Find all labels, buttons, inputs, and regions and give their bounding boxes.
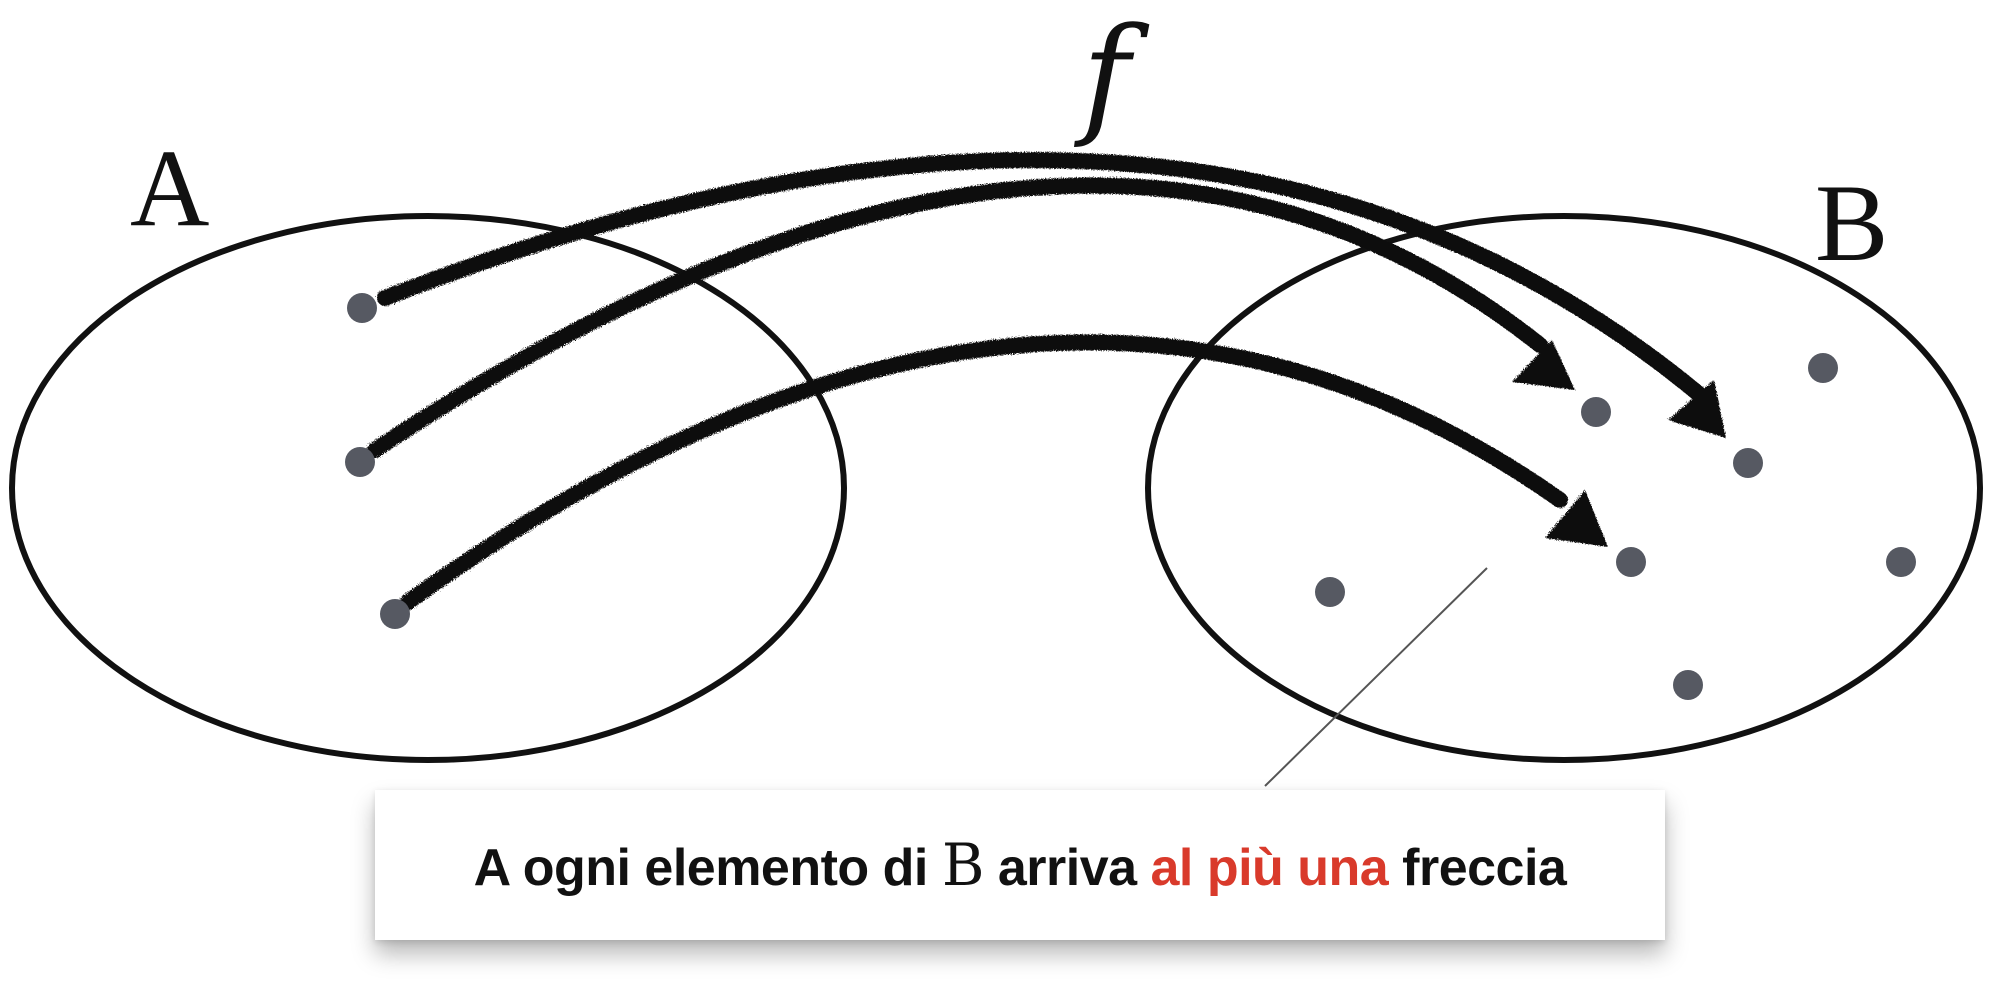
callout-pointer <box>1264 567 1488 787</box>
set-a-element <box>380 599 410 629</box>
set-a-label: A <box>130 127 209 249</box>
set-b-element <box>1733 448 1763 478</box>
set-b-element <box>1616 547 1646 577</box>
set-b-label: B <box>1815 162 1888 284</box>
arrow-2 <box>367 177 1548 458</box>
set-b-element <box>1808 353 1838 383</box>
set-b-element <box>1886 547 1916 577</box>
set-b-ellipse <box>1145 213 1983 763</box>
set-b-element <box>1315 577 1345 607</box>
callout-box: A ogni elemento di B arriva al più una f… <box>375 790 1665 940</box>
set-a-element <box>345 447 375 477</box>
arrows <box>367 152 1726 610</box>
callout-text-middle: arriva <box>983 839 1151 897</box>
set-b-element <box>1581 397 1611 427</box>
arrowhead-2 <box>1512 340 1575 390</box>
callout-highlight: al più una <box>1150 839 1389 897</box>
arrowhead-1 <box>1668 380 1726 438</box>
callout-text: A ogni elemento di B arriva al più una f… <box>474 831 1567 899</box>
arrow-1 <box>377 152 1708 403</box>
callout-text-before: A ogni elemento di <box>473 839 942 897</box>
set-a-ellipse <box>9 213 847 763</box>
arrow-3 <box>400 334 1568 610</box>
set-a-element <box>347 293 377 323</box>
function-label: f <box>1074 0 1150 151</box>
callout-text-after: freccia <box>1388 839 1567 897</box>
arrowhead-3 <box>1545 490 1608 547</box>
set-b-element <box>1673 670 1703 700</box>
set-b-symbol: B <box>941 831 985 899</box>
